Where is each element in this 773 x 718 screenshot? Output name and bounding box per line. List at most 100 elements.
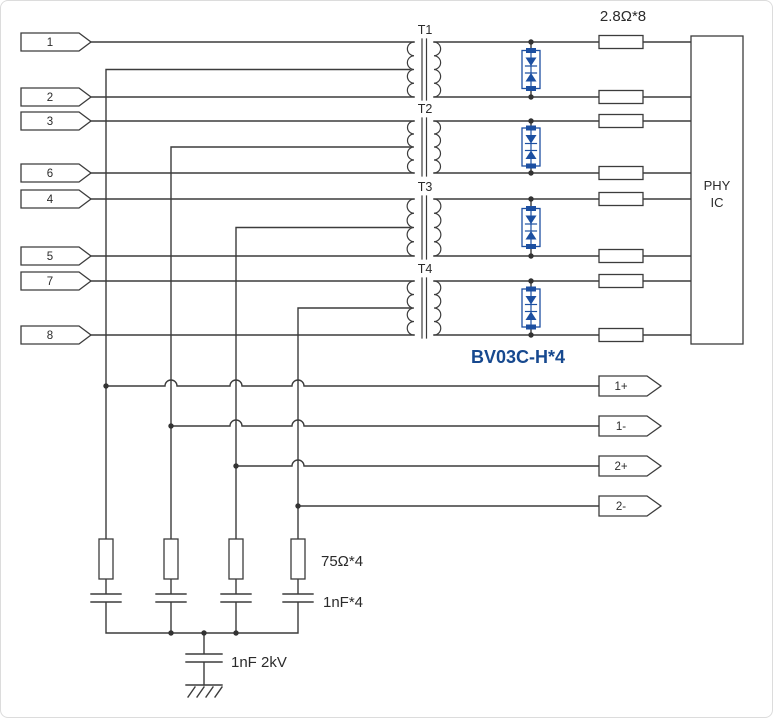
connector-pin-8: 8 [20, 325, 93, 345]
pin-flag [20, 271, 93, 291]
secondary-wires [433, 41, 692, 336]
series-resistors [598, 34, 644, 343]
pin-flag [598, 375, 663, 397]
input-pin-wires [90, 41, 415, 336]
transformer-t1: T1 [406, 23, 442, 101]
resistor [598, 34, 644, 50]
resistor [598, 248, 644, 264]
tvs-part-number-label: BV03C-H*4 [471, 347, 565, 367]
resistor [598, 191, 644, 207]
pin-number: 2+ [614, 461, 627, 473]
pin-flag [598, 495, 663, 517]
diode-symbol [525, 296, 537, 305]
transformer-t2: T2 [406, 102, 442, 177]
tvs-pin-mark [526, 125, 536, 131]
connector-pin-7: 7 [20, 271, 93, 291]
pin-flag [20, 87, 93, 107]
transformer-core [421, 117, 428, 177]
pin-number: 2- [616, 501, 626, 513]
transformer-core [421, 195, 428, 260]
pin-flag [598, 415, 663, 437]
transformer-t3: T3 [406, 180, 442, 260]
tvs-array-3 [521, 198, 541, 257]
diode-symbol [525, 57, 537, 66]
pin-number: 3 [47, 116, 53, 128]
series-resistor-value-label: 2.8Ω*8 [600, 8, 646, 25]
junction-dots [103, 39, 534, 636]
ground-symbol [185, 684, 223, 698]
resistor [598, 113, 644, 129]
resistor [598, 273, 644, 289]
tvs-pin-mark [526, 324, 536, 330]
pin-flag [20, 246, 93, 266]
transformer-label: T1 [418, 23, 433, 37]
output-pin-1minus: 1- [598, 415, 663, 437]
diode-symbol [525, 150, 537, 159]
output-pin-2minus: 2- [598, 495, 663, 517]
center-tap-wires [105, 68, 411, 540]
phy-ic-label-line1: PHY [704, 178, 731, 193]
pin-flag [20, 32, 93, 52]
pin-number: 2 [47, 92, 53, 104]
transformer-label: T2 [418, 102, 433, 116]
tvs-array-1 [521, 41, 541, 98]
resistor [228, 538, 244, 580]
left-connector-pins: 1 2 3 6 4 5 7 8 [20, 32, 93, 345]
diode-symbol [525, 73, 537, 82]
wires [90, 41, 692, 698]
diode-symbol [525, 311, 537, 320]
tvs-pin-mark [526, 86, 536, 91]
pin-number: 1+ [614, 381, 627, 393]
transformer-core [421, 277, 428, 339]
connector-pin-5: 5 [20, 246, 93, 266]
phy-ic-box: PHY IC [690, 35, 744, 345]
diode-symbol [525, 231, 537, 240]
pin-number: 8 [47, 330, 53, 342]
pin-number: 5 [47, 251, 53, 263]
poe-output-pins: 1+ 1- 2+ 2- [598, 375, 663, 517]
resistor [98, 538, 114, 580]
connector-pin-6: 6 [20, 163, 93, 183]
output-pin-1plus: 1+ [598, 375, 663, 397]
tvs-array-2 [521, 120, 541, 174]
transformer-label: T4 [418, 262, 433, 276]
tvs-array-4 [521, 280, 541, 336]
tvs-pin-mark [526, 206, 536, 211]
transformer-t4: T4 [406, 262, 442, 339]
pin-flag [20, 189, 93, 209]
termination-resistor-value-label: 75Ω*4 [321, 553, 363, 570]
pin-number: 1 [47, 37, 53, 49]
hv-cap-value-label: 1nF 2kV [231, 654, 287, 671]
pin-flag [20, 325, 93, 345]
diode-symbol [525, 135, 537, 144]
poe-output-wires [105, 379, 600, 507]
diode-symbol [525, 215, 537, 224]
phy-ic-label-line2: IC [711, 195, 724, 210]
connector-pin-3: 3 [20, 111, 93, 131]
tvs-pin-mark [526, 244, 536, 249]
transformer-core [421, 38, 428, 101]
tvs-pin-mark [526, 48, 536, 53]
resistor [598, 165, 644, 181]
output-pin-2plus: 2+ [598, 455, 663, 477]
connector-pin-4: 4 [20, 189, 93, 209]
tvs-pin-mark [526, 163, 536, 169]
pin-number: 1- [616, 421, 626, 433]
termination-resistors [98, 538, 306, 580]
connector-pin-2: 2 [20, 87, 93, 107]
tvs-pin-mark [526, 286, 536, 292]
resistor [598, 89, 644, 105]
pin-number: 6 [47, 168, 53, 180]
pin-number: 7 [47, 276, 53, 288]
resistor [290, 538, 306, 580]
resistor [598, 327, 644, 343]
pin-flag [20, 163, 93, 183]
resistor [163, 538, 179, 580]
pin-flag [20, 111, 93, 131]
pin-flag [598, 455, 663, 477]
pin-number: 4 [47, 194, 54, 206]
transformer-label: T3 [418, 180, 433, 194]
termination-cap-value-label: 1nF*4 [323, 594, 363, 611]
